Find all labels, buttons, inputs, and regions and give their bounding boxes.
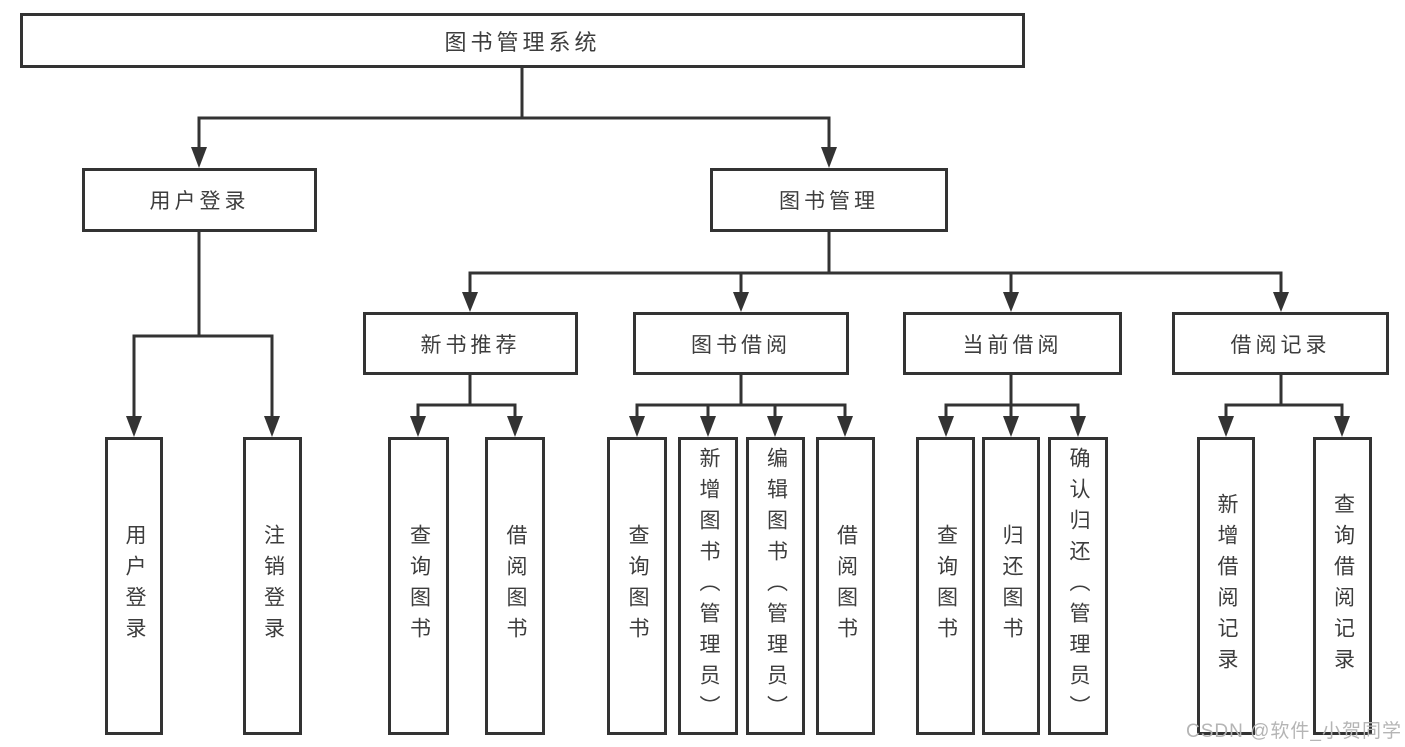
- leaf-borrow-books-recommend: 借阅图书: [485, 437, 545, 735]
- leaf-logout: 注销登录: [243, 437, 302, 735]
- leaf-return-books: 归还图书: [982, 437, 1040, 735]
- leaf-query-books-recommend: 查询图书: [388, 437, 449, 735]
- csdn-watermark: CSDN @软件_小贺同学: [1186, 721, 1402, 742]
- leaf-add-borrow-record: 新增借阅记录: [1197, 437, 1255, 735]
- node-new-book-recommend: 新书推荐: [363, 312, 578, 375]
- leaf-add-books-admin: 新增图书（管理员）: [678, 437, 738, 735]
- leaf-edit-books-admin: 编辑图书（管理员）: [746, 437, 805, 735]
- leaf-query-books-borrow: 查询图书: [607, 437, 667, 735]
- node-book-management: 图书管理: [710, 168, 948, 232]
- leaf-query-borrow-record: 查询借阅记录: [1313, 437, 1372, 735]
- node-current-borrow: 当前借阅: [903, 312, 1122, 375]
- node-borrow-records: 借阅记录: [1172, 312, 1389, 375]
- leaf-borrow-books-borrow: 借阅图书: [816, 437, 875, 735]
- node-book-borrow: 图书借阅: [633, 312, 849, 375]
- leaf-user-login: 用户登录: [105, 437, 163, 735]
- leaf-query-books-current: 查询图书: [916, 437, 975, 735]
- node-root: 图书管理系统: [20, 13, 1025, 68]
- leaf-confirm-return-admin: 确认归还（管理员）: [1048, 437, 1108, 735]
- node-user-login: 用户登录: [82, 168, 317, 232]
